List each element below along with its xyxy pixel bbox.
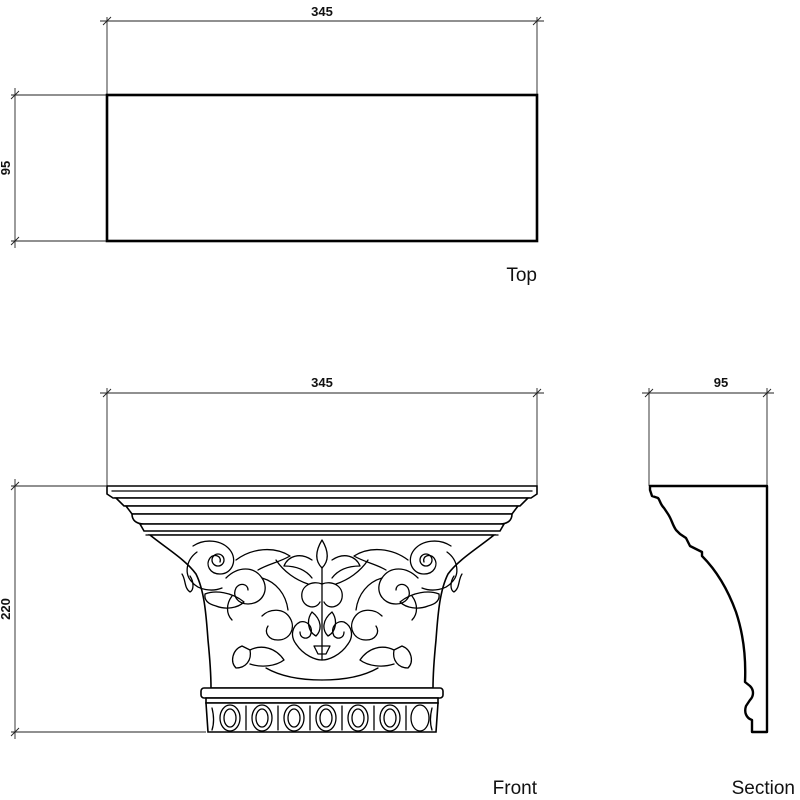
- left-acanthus: [225, 549, 323, 681]
- top-depth-dimension: 95: [0, 88, 106, 248]
- front-height-dimension: 220: [0, 479, 206, 739]
- top-width-label: 345: [311, 4, 333, 19]
- front-width-dimension: 345: [100, 375, 544, 486]
- section-depth-dimension: 95: [642, 375, 774, 486]
- section-profile: [648, 484, 769, 734]
- left-volute: [181, 540, 245, 609]
- section-depth-label: 95: [714, 375, 728, 390]
- top-depth-label: 95: [0, 161, 13, 175]
- top-view-label: Top: [506, 265, 537, 286]
- capital-abacus: [106, 485, 538, 536]
- right-volute: [399, 540, 463, 609]
- front-height-label: 220: [0, 598, 13, 620]
- central-fleuron: [283, 539, 361, 661]
- section-view-label: Section: [732, 778, 795, 799]
- top-outline: [105, 93, 539, 243]
- egg-dart-band: [205, 702, 439, 733]
- right-acanthus: [321, 549, 419, 681]
- top-view: 345 95 Top: [0, 4, 544, 286]
- front-view: 345 220: [0, 375, 544, 799]
- astragal-ring: [200, 687, 444, 704]
- front-width-label: 345: [311, 375, 333, 390]
- front-view-label: Front: [493, 778, 538, 799]
- top-width-dimension: 345: [100, 4, 544, 94]
- section-view: 95 Section: [642, 375, 795, 799]
